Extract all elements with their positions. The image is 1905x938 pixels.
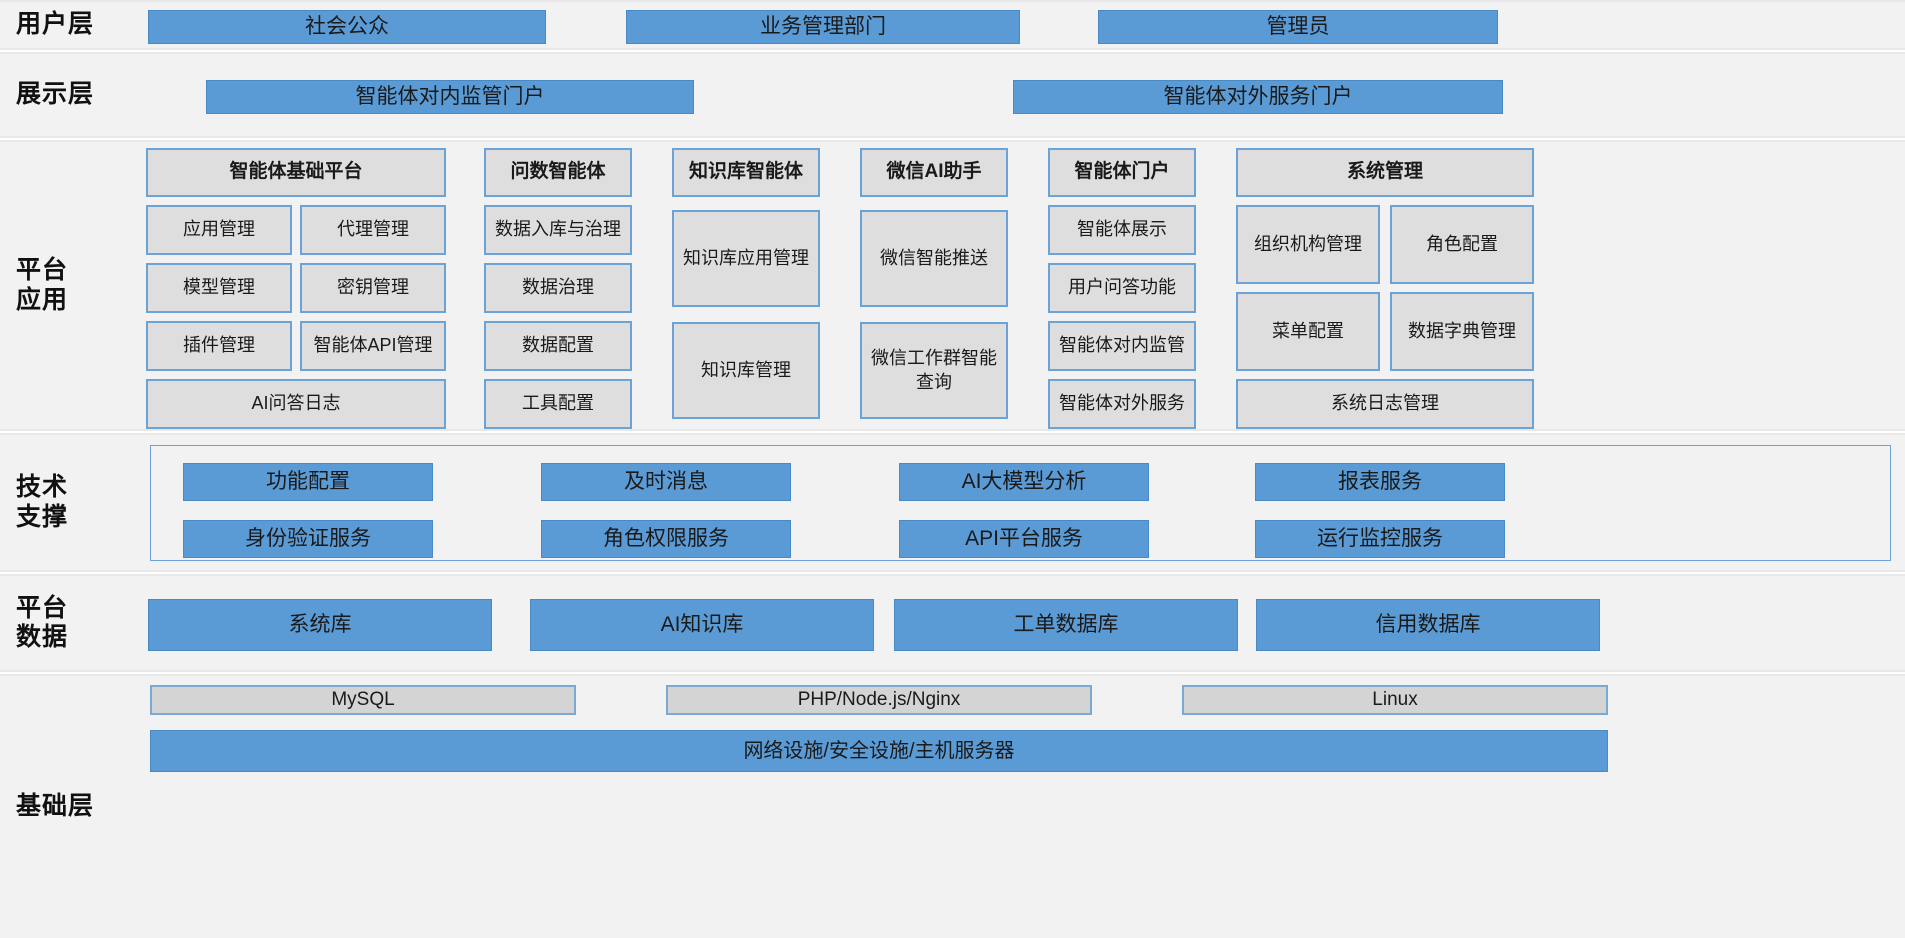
tech-function-configuration[interactable]: 功能配置 bbox=[183, 463, 433, 501]
layer-presentation-body: 智能体对内监管门户 智能体对外服务门户 bbox=[138, 54, 1905, 136]
item-agent-management[interactable]: 代理管理 bbox=[300, 205, 446, 255]
layer-user-label: 用户层 bbox=[16, 10, 95, 39]
tech-api-platform-service[interactable]: API平台服务 bbox=[899, 520, 1149, 558]
item-wechat-group-smart-query[interactable]: 微信工作群智能查询 bbox=[860, 322, 1008, 419]
item-agent-internal-supervision[interactable]: 智能体对内监管 bbox=[1048, 321, 1196, 371]
layer-presentation-label: 展示层 bbox=[16, 80, 95, 109]
layer-infrastructure-label: 基础层 bbox=[16, 792, 95, 821]
layer-technical-support-body: 功能配置 及时消息 AI大模型分析 报表服务 身份验证服务 角色权限服务 API… bbox=[138, 435, 1905, 570]
item-wechat-smart-push[interactable]: 微信智能推送 bbox=[860, 210, 1008, 307]
layer-presentation: 展示层 智能体对内监管门户 智能体对外服务门户 bbox=[0, 52, 1905, 138]
infra-network-facilities[interactable]: 网络设施/安全设施/主机服务器 bbox=[150, 730, 1608, 772]
infra-mysql[interactable]: MySQL bbox=[150, 685, 576, 715]
layer-platform-data: 平台 数据 系统库 AI知识库 工单数据库 信用数据库 bbox=[0, 574, 1905, 672]
group-head-agent-portal: 智能体门户 bbox=[1048, 148, 1196, 197]
item-agent-showcase[interactable]: 智能体展示 bbox=[1048, 205, 1196, 255]
layer-platform-data-body: 系统库 AI知识库 工单数据库 信用数据库 bbox=[138, 576, 1905, 670]
portal-external-service[interactable]: 智能体对外服务门户 bbox=[1013, 80, 1503, 114]
tech-identity-verification-service[interactable]: 身份验证服务 bbox=[183, 520, 433, 558]
data-credit-db[interactable]: 信用数据库 bbox=[1256, 599, 1600, 651]
group-agent-portal: 智能体门户 智能体展示 用户问答功能 智能体对内监管 智能体对外服务 bbox=[1048, 148, 1196, 429]
group-head-agent-base-platform: 智能体基础平台 bbox=[146, 148, 446, 197]
layer-technical-support-label-line2: 支撑 bbox=[16, 502, 69, 531]
tech-ai-large-model-analysis[interactable]: AI大模型分析 bbox=[899, 463, 1149, 501]
technical-support-frame: 功能配置 及时消息 AI大模型分析 报表服务 身份验证服务 角色权限服务 API… bbox=[150, 445, 1891, 561]
group-head-knowledge-base-agent: 知识库智能体 bbox=[672, 148, 820, 197]
layer-platform-application-label: 平台 应用 bbox=[0, 256, 138, 315]
layer-platform-application-label-line1: 平台 bbox=[16, 256, 69, 284]
item-agent-api-management[interactable]: 智能体API管理 bbox=[300, 321, 446, 371]
layer-platform-application-label-line2: 应用 bbox=[16, 285, 69, 314]
item-agent-external-service[interactable]: 智能体对外服务 bbox=[1048, 379, 1196, 429]
layer-technical-support-label-line1: 技术 bbox=[16, 473, 69, 501]
group-knowledge-base-agent: 知识库智能体 知识库应用管理 知识库管理 bbox=[672, 148, 820, 421]
group-agent-base-platform: 智能体基础平台 应用管理 代理管理 模型管理 密钥管理 插件管理 智能体API管… bbox=[146, 148, 446, 429]
group-data-query-agent: 问数智能体 数据入库与治理 数据治理 数据配置 工具配置 bbox=[484, 148, 632, 429]
tech-instant-message[interactable]: 及时消息 bbox=[541, 463, 791, 501]
layer-user-body: 社会公众 业务管理部门 管理员 bbox=[138, 2, 1905, 48]
user-box-business[interactable]: 业务管理部门 bbox=[626, 10, 1020, 44]
layer-user: 用户层 社会公众 业务管理部门 管理员 bbox=[0, 0, 1905, 50]
item-data-dictionary-management[interactable]: 数据字典管理 bbox=[1390, 292, 1534, 371]
item-role-configuration[interactable]: 角色配置 bbox=[1390, 205, 1534, 284]
item-model-management[interactable]: 模型管理 bbox=[146, 263, 292, 313]
item-app-management[interactable]: 应用管理 bbox=[146, 205, 292, 255]
tech-report-service[interactable]: 报表服务 bbox=[1255, 463, 1505, 501]
item-data-ingest-governance[interactable]: 数据入库与治理 bbox=[484, 205, 632, 255]
layer-infrastructure-body: MySQL PHP/Node.js/Nginx Linux 网络设施/安全设施/… bbox=[138, 676, 1905, 938]
item-org-structure-management[interactable]: 组织机构管理 bbox=[1236, 205, 1380, 284]
group-head-wechat-ai-assistant: 微信AI助手 bbox=[860, 148, 1008, 197]
tech-role-permission-service[interactable]: 角色权限服务 bbox=[541, 520, 791, 558]
group-wechat-ai-assistant: 微信AI助手 微信智能推送 微信工作群智能查询 bbox=[860, 148, 1008, 421]
infra-php-node-nginx[interactable]: PHP/Node.js/Nginx bbox=[666, 685, 1092, 715]
item-user-qa-function[interactable]: 用户问答功能 bbox=[1048, 263, 1196, 313]
item-menu-configuration[interactable]: 菜单配置 bbox=[1236, 292, 1380, 371]
data-ai-kb[interactable]: AI知识库 bbox=[530, 599, 874, 651]
layer-platform-data-label-line1: 平台 bbox=[16, 593, 69, 622]
data-ticket-db[interactable]: 工单数据库 bbox=[894, 599, 1238, 651]
item-data-configuration[interactable]: 数据配置 bbox=[484, 321, 632, 371]
item-ai-qa-log[interactable]: AI问答日志 bbox=[146, 379, 446, 429]
item-kb-management[interactable]: 知识库管理 bbox=[672, 322, 820, 419]
layer-infrastructure: 基础层 MySQL PHP/Node.js/Nginx Linux 网络设施/安… bbox=[0, 674, 1905, 938]
item-key-management[interactable]: 密钥管理 bbox=[300, 263, 446, 313]
infra-linux[interactable]: Linux bbox=[1182, 685, 1608, 715]
layer-platform-application-body: 智能体基础平台 应用管理 代理管理 模型管理 密钥管理 插件管理 智能体API管… bbox=[138, 142, 1905, 429]
item-tool-configuration[interactable]: 工具配置 bbox=[484, 379, 632, 429]
item-kb-app-management[interactable]: 知识库应用管理 bbox=[672, 210, 820, 307]
user-box-admin[interactable]: 管理员 bbox=[1098, 10, 1498, 44]
item-system-log-management[interactable]: 系统日志管理 bbox=[1236, 379, 1534, 429]
user-box-public[interactable]: 社会公众 bbox=[148, 10, 546, 44]
layer-technical-support-label: 技术 支撑 bbox=[0, 473, 138, 532]
layer-platform-data-label: 平台 数据 bbox=[0, 594, 138, 653]
group-head-data-query-agent: 问数智能体 bbox=[484, 148, 632, 197]
layer-platform-data-label-line2: 数据 bbox=[16, 623, 69, 651]
group-system-management: 系统管理 组织机构管理 角色配置 菜单配置 数据字典管理 系统日志管理 bbox=[1236, 148, 1534, 429]
layer-technical-support: 技术 支撑 功能配置 及时消息 AI大模型分析 报表服务 身份验证服务 角色权限… bbox=[0, 433, 1905, 572]
group-head-system-management: 系统管理 bbox=[1236, 148, 1534, 197]
item-data-governance[interactable]: 数据治理 bbox=[484, 263, 632, 313]
portal-internal-supervision[interactable]: 智能体对内监管门户 bbox=[206, 80, 694, 114]
layer-platform-application: 平台 应用 智能体基础平台 应用管理 代理管理 模型管理 密钥管理 插件管理 智… bbox=[0, 140, 1905, 431]
data-system-db[interactable]: 系统库 bbox=[148, 599, 492, 651]
tech-runtime-monitoring-service[interactable]: 运行监控服务 bbox=[1255, 520, 1505, 558]
item-plugin-management[interactable]: 插件管理 bbox=[146, 321, 292, 371]
